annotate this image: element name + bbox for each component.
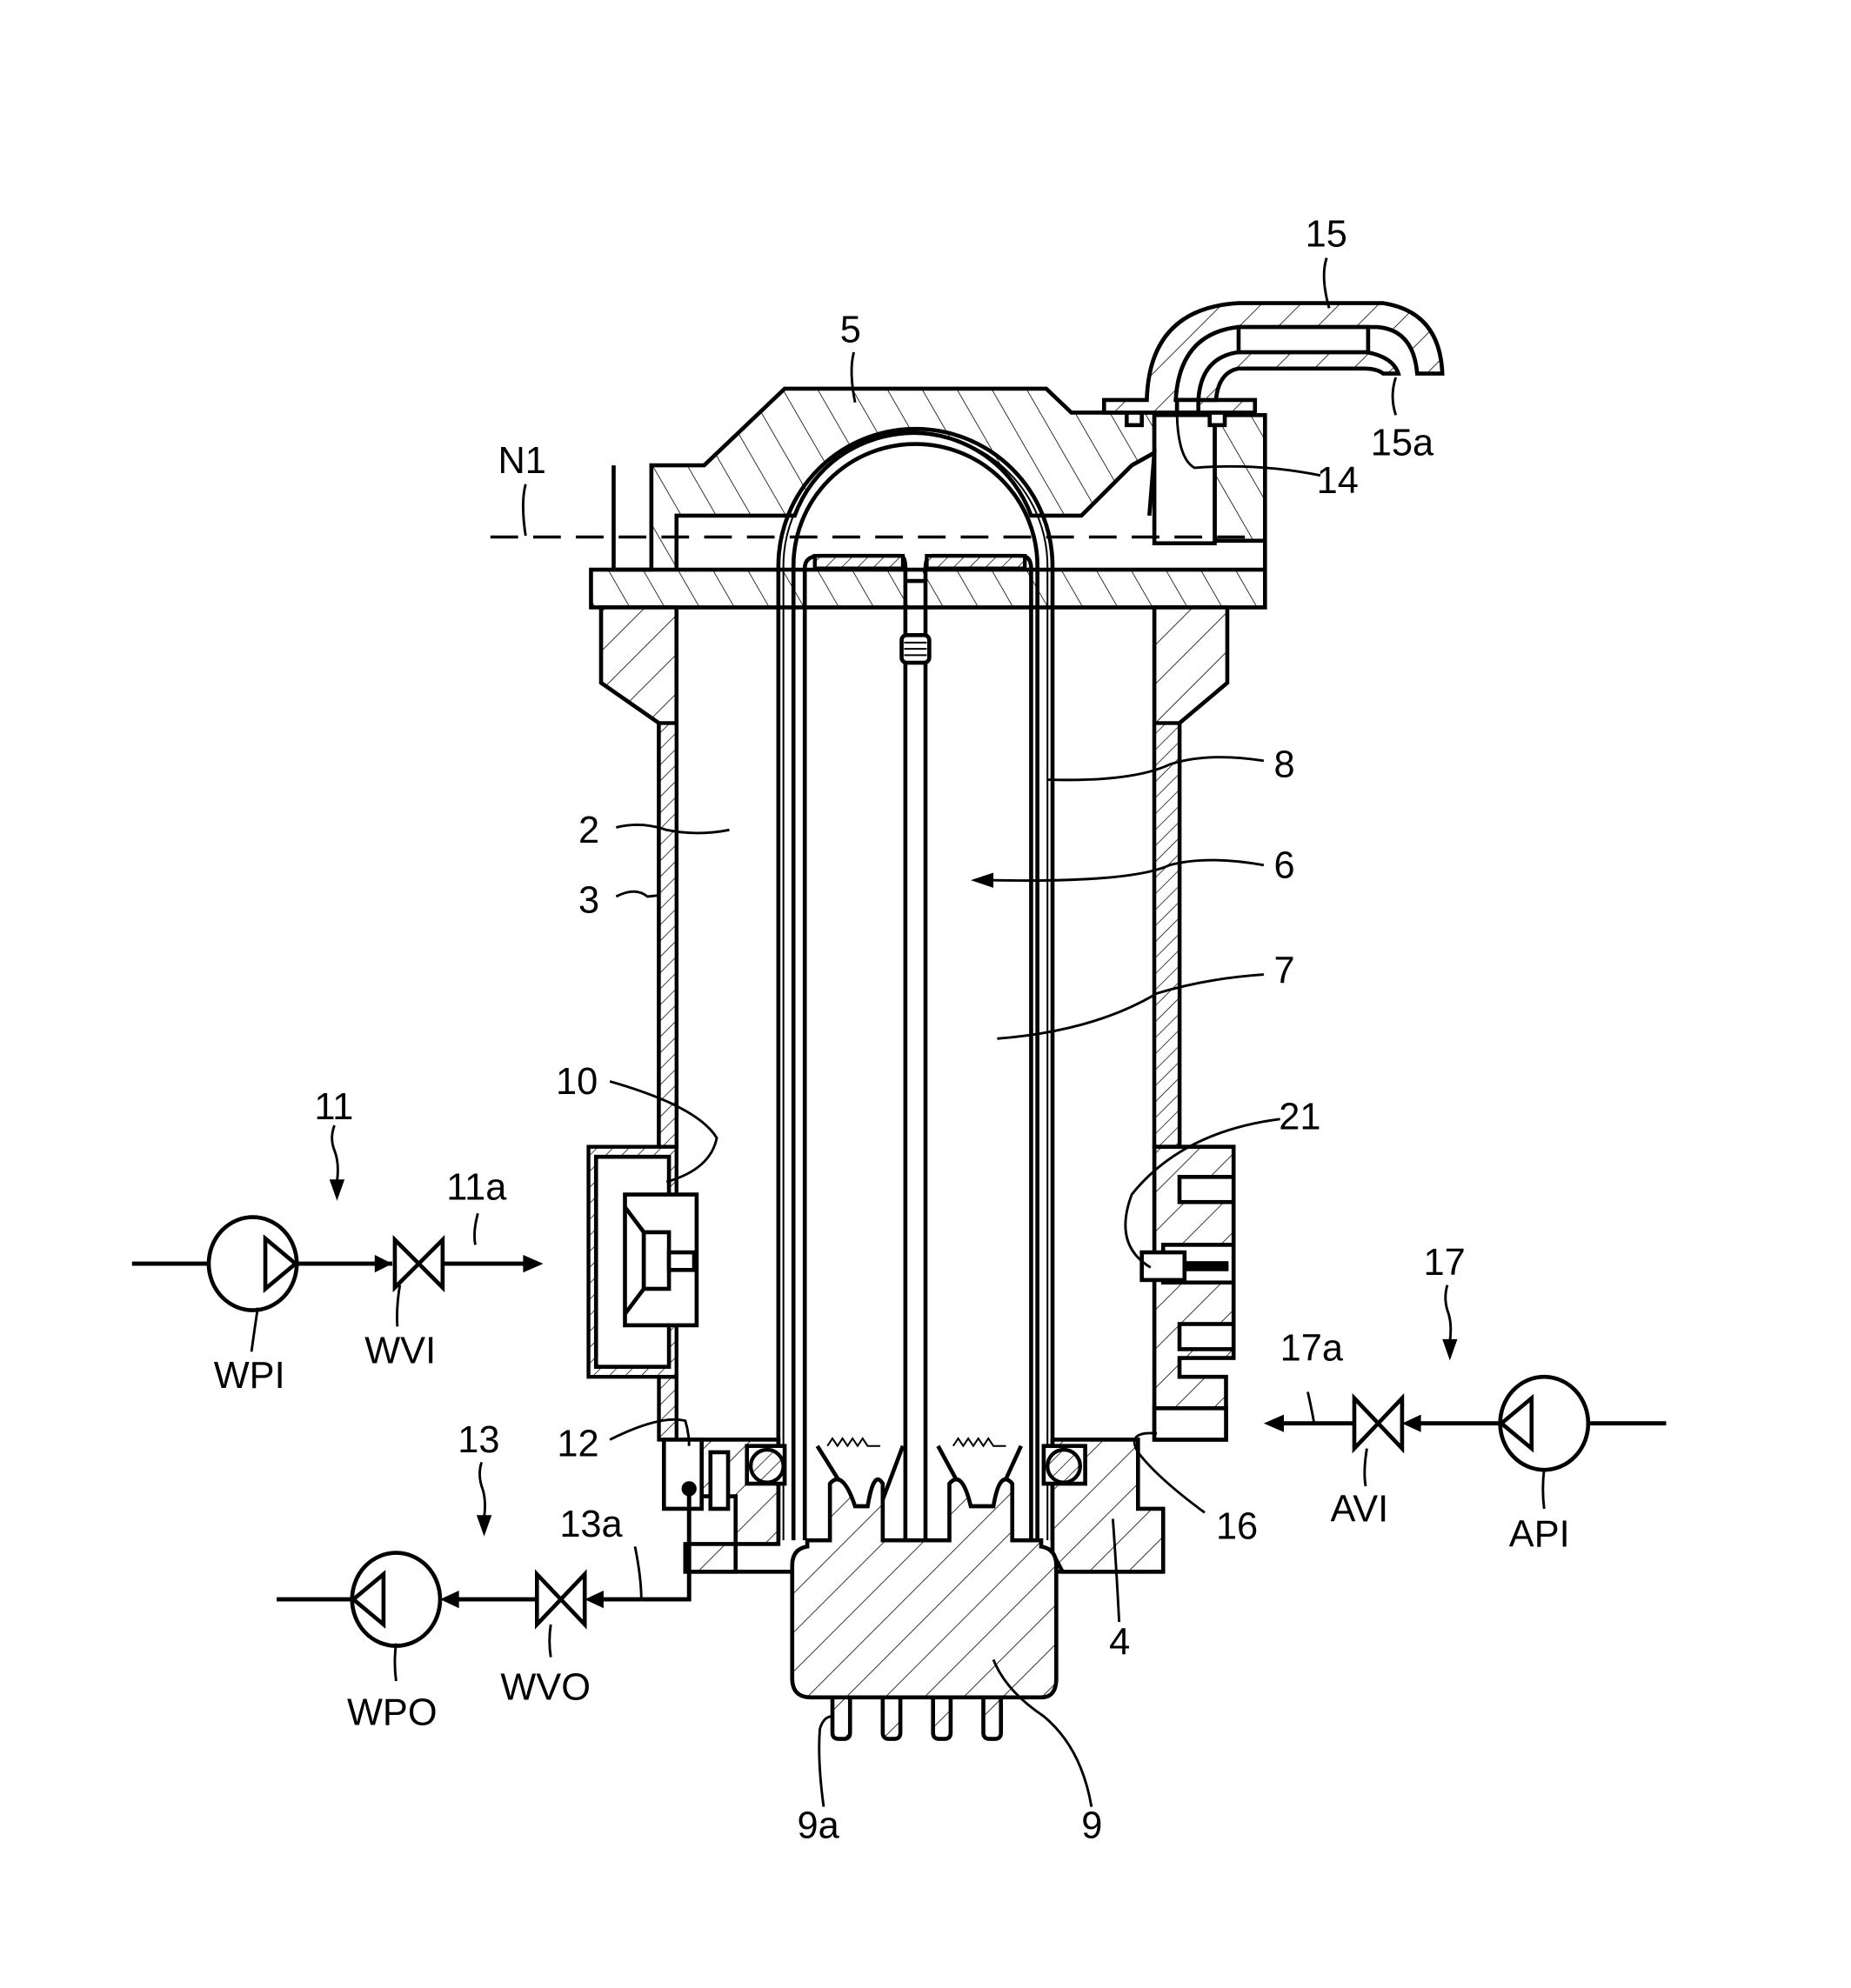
- label-WVO: WVO: [500, 1667, 591, 1709]
- label-17a: 17a: [1280, 1327, 1344, 1369]
- air-inlet-system: [1263, 1284, 1667, 1472]
- cap: [589, 386, 1267, 625]
- label-21: 21: [1279, 1096, 1320, 1137]
- water-inlet-system: [131, 1124, 544, 1312]
- vent-pipe: [1101, 301, 1445, 415]
- water-outlet-system: [277, 1462, 697, 1648]
- label-7: 7: [1273, 951, 1294, 992]
- label-WPO: WPO: [347, 1692, 438, 1734]
- inlet-port: [586, 1144, 699, 1379]
- valve-avi: [1352, 1392, 1405, 1454]
- sensor-unit: [776, 426, 1055, 1541]
- label-AVI: AVI: [1331, 1488, 1389, 1530]
- base-flange: [661, 1438, 1166, 1574]
- connector: [790, 1477, 1059, 1741]
- label-16: 16: [1216, 1506, 1258, 1548]
- label-N1: N1: [498, 440, 545, 482]
- valve-wvo: [534, 1569, 587, 1630]
- label-15a: 15a: [1371, 423, 1434, 464]
- label-9: 9: [1081, 1805, 1102, 1847]
- label-WPI: WPI: [214, 1355, 285, 1397]
- label-15: 15: [1306, 214, 1347, 256]
- label-5: 5: [840, 309, 861, 350]
- valve-wvi: [392, 1235, 445, 1293]
- label-12: 12: [557, 1423, 598, 1464]
- pump-wpo: [350, 1551, 443, 1648]
- label-2: 2: [578, 810, 599, 851]
- label-3: 3: [578, 880, 599, 922]
- label-API: API: [1509, 1513, 1570, 1555]
- side-sensor-housing: [1139, 1144, 1236, 1442]
- label-8: 8: [1273, 744, 1294, 786]
- pump-wpi: [206, 1215, 299, 1312]
- pump-api: [1498, 1374, 1591, 1472]
- label-6: 6: [1273, 844, 1294, 886]
- label-13a: 13a: [559, 1504, 623, 1545]
- label-4: 4: [1109, 1622, 1130, 1664]
- label-WVI: WVI: [364, 1330, 436, 1371]
- label-17: 17: [1423, 1242, 1465, 1284]
- label-9a: 9a: [798, 1805, 840, 1847]
- label-14: 14: [1317, 460, 1359, 502]
- label-11a: 11a: [446, 1166, 507, 1208]
- label-13: 13: [458, 1419, 499, 1461]
- label-11: 11: [314, 1086, 353, 1128]
- reference-labels: 15 5 15a N1 14 8 2 6 3 7 10 11 21 11a 17…: [214, 214, 1570, 1847]
- label-10: 10: [556, 1061, 598, 1103]
- leader-lines: [250, 257, 1546, 1807]
